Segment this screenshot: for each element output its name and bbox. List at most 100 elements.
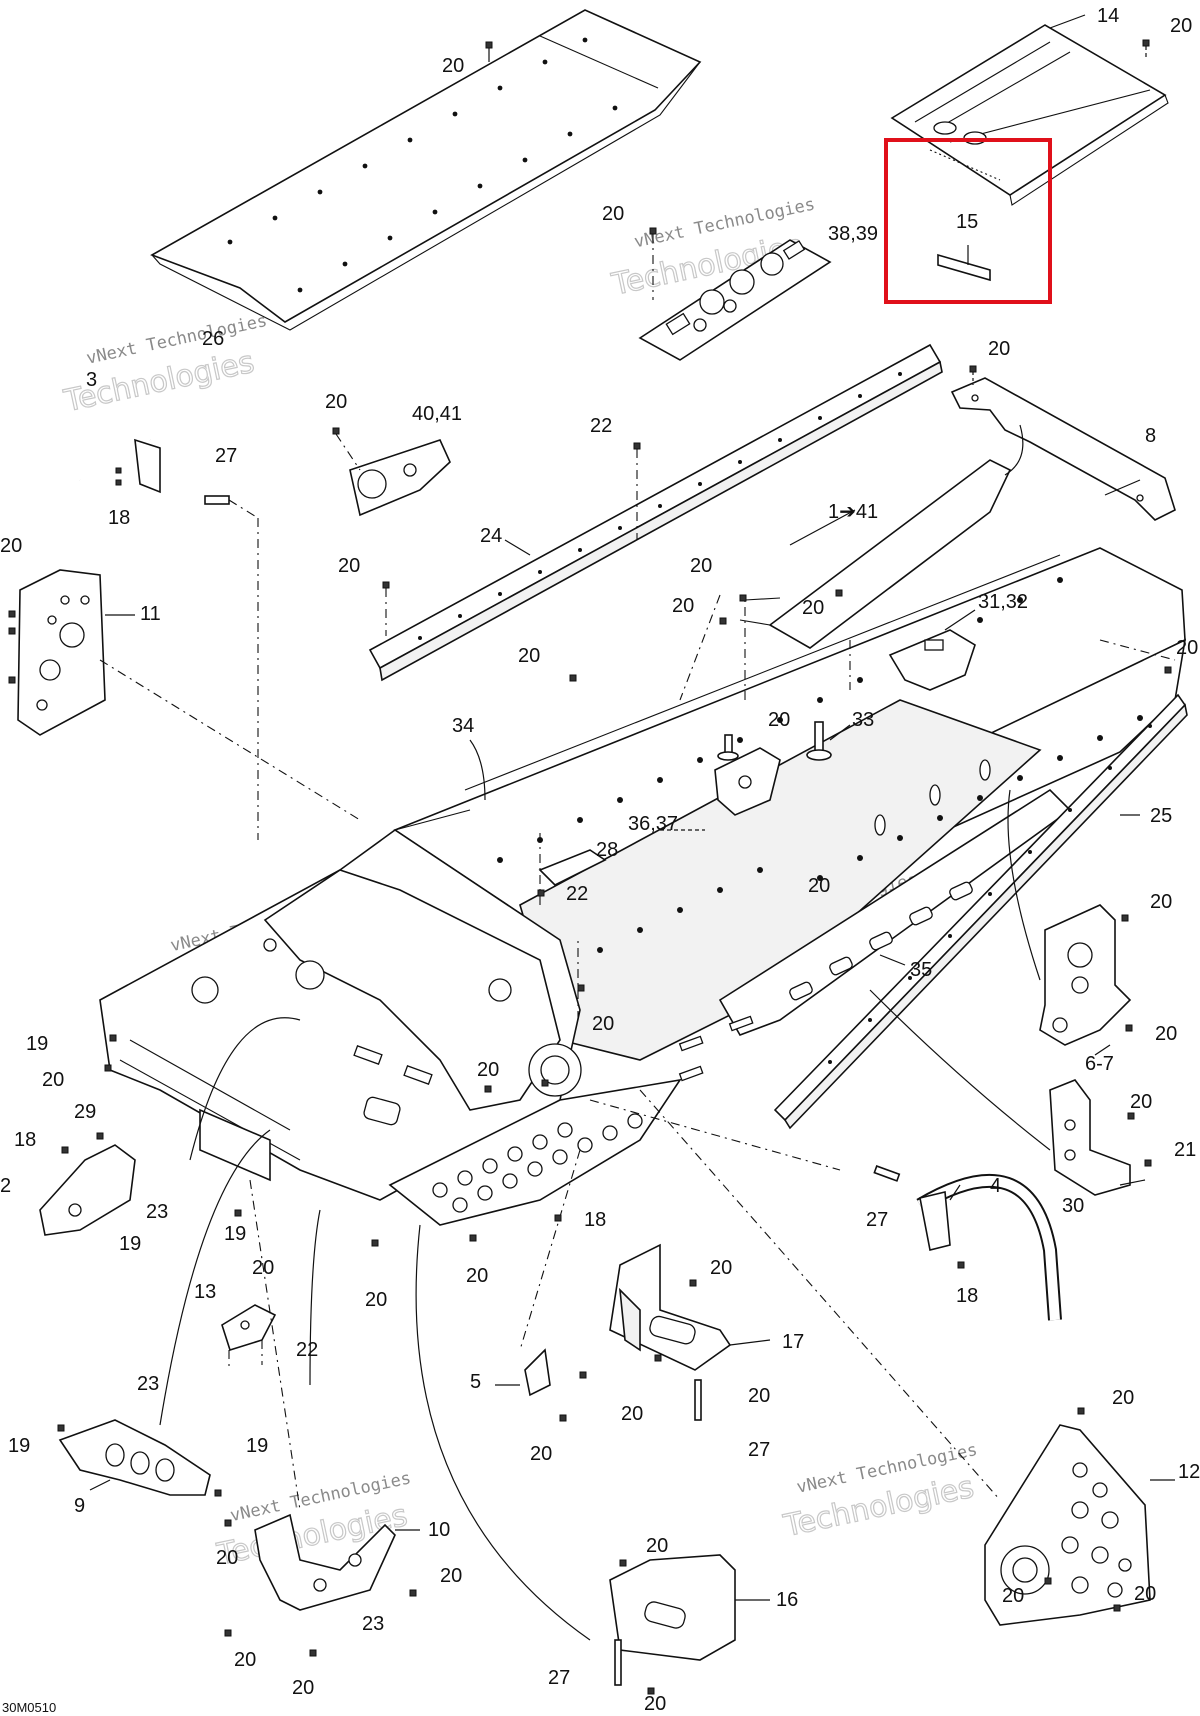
callout-15: 15 [956, 211, 978, 233]
callout-18: 18 [108, 507, 130, 529]
part-17-bracket [609, 1243, 732, 1421]
callout-20: 20 [440, 1565, 462, 1587]
callout-36-37: 36,37 [628, 813, 678, 835]
callout-29: 29 [74, 1101, 96, 1123]
callout-22: 22 [590, 415, 612, 437]
callout-20: 20 [234, 1649, 256, 1671]
drawing-code: 30M0510 [2, 1700, 56, 1715]
callout-20: 20 [802, 597, 824, 619]
part-12-plate [984, 1407, 1151, 1626]
callout-20: 20 [748, 1385, 770, 1407]
part-28-plate [538, 849, 607, 886]
callout-20: 20 [644, 1693, 666, 1715]
part-6-7-bracket [1039, 904, 1133, 1046]
callout-27: 27 [866, 1209, 888, 1231]
callout-40-41: 40,41 [412, 403, 462, 425]
callout-12: 12 [1178, 1461, 1200, 1483]
callout-23: 23 [137, 1373, 159, 1395]
callout-20: 20 [1176, 637, 1198, 659]
callout-19: 19 [224, 1223, 246, 1245]
callout-20: 20 [42, 1069, 64, 1091]
part-36-37-bracket [714, 747, 781, 816]
callout-20: 20 [1134, 1583, 1156, 1605]
callout-24: 24 [480, 525, 502, 547]
part-24-rail [368, 343, 943, 682]
callout-27: 27 [748, 1439, 770, 1461]
callout-20: 20 [1112, 1387, 1134, 1409]
callout-27: 27 [215, 445, 237, 467]
callout-20: 20 [252, 1257, 274, 1279]
part-30-bracket [1049, 1079, 1152, 1196]
callout-20: 20 [1002, 1585, 1024, 1607]
part-2-29-bracket [39, 1132, 136, 1236]
part-10-bracket [224, 1513, 396, 1611]
callout-20: 20 [466, 1265, 488, 1287]
callout-6-7: 6-7 [1085, 1053, 1114, 1075]
callout-8: 8 [1145, 425, 1156, 447]
callout-1-41: 1➔41 [828, 501, 878, 523]
callout-13: 13 [194, 1281, 216, 1303]
part-16-bracket [609, 1554, 736, 1686]
callout-14: 14 [1097, 5, 1119, 27]
callout-20: 20 [365, 1289, 387, 1311]
callout-20: 20 [690, 555, 712, 577]
callout-5: 5 [470, 1371, 481, 1393]
callout-10: 10 [428, 1519, 450, 1541]
callout-20: 20 [0, 535, 22, 557]
part-26-tunnel-panel [150, 9, 702, 331]
callout-2: 2 [0, 1175, 11, 1197]
assembly-lines [99, 424, 1176, 1641]
callout-20: 20 [216, 1547, 238, 1569]
callout-18: 18 [956, 1285, 978, 1307]
callout-20: 20 [602, 203, 624, 225]
callout-20: 20 [710, 1257, 732, 1279]
callout-20: 20 [768, 709, 790, 731]
callout-20: 20 [530, 1443, 552, 1465]
callout-3: 3 [86, 369, 97, 391]
part-4-handle [873, 1165, 1062, 1321]
callout-20: 20 [292, 1677, 314, 1699]
part-3-handle [73, 414, 161, 494]
part-40-41-bracket [332, 427, 451, 517]
part-31-32-bracket [888, 629, 976, 691]
callout-20: 20 [808, 875, 830, 897]
callout-20: 20 [988, 338, 1010, 360]
callout-20: 20 [338, 555, 360, 577]
part-15-bar [937, 245, 991, 282]
main-frame [99, 547, 1187, 1226]
callout-20: 20 [518, 645, 540, 667]
part-25-rail [773, 693, 1188, 1130]
part-8-bracket [950, 365, 1176, 521]
callout-35: 35 [910, 959, 932, 981]
part-9-bracket [57, 1419, 222, 1497]
part-38-39-grille-plate [638, 227, 832, 361]
callout-31-32: 31,32 [978, 591, 1028, 613]
callout-19: 19 [26, 1033, 48, 1055]
part-14-rear-plate [890, 24, 1169, 206]
part-5-bracket [524, 1348, 587, 1397]
callout-20: 20 [1155, 1023, 1177, 1045]
label-leaders [89, 14, 1175, 1601]
callout-20: 20 [672, 595, 694, 617]
callout-25: 25 [1150, 805, 1172, 827]
callout-19: 19 [119, 1233, 141, 1255]
callout-20: 20 [1150, 891, 1172, 913]
callout-20: 20 [646, 1535, 668, 1557]
callout-27: 27 [548, 1667, 570, 1689]
callout-20: 20 [1130, 1091, 1152, 1113]
callout-18: 18 [584, 1209, 606, 1231]
callout-23: 23 [146, 1201, 168, 1223]
callout-20: 20 [1170, 15, 1192, 37]
callout-19: 19 [246, 1435, 268, 1457]
highlight-box [884, 138, 1052, 304]
part-1-41-frame-top [739, 459, 1012, 649]
callout-20: 20 [477, 1059, 499, 1081]
callout-21: 21 [1174, 1139, 1196, 1161]
callout-9: 9 [74, 1495, 85, 1517]
callout-20: 20 [621, 1403, 643, 1425]
callout-20: 20 [442, 55, 464, 77]
callout-26: 26 [202, 328, 224, 350]
callout-38-39: 38,39 [828, 223, 878, 245]
callout-20: 20 [592, 1013, 614, 1035]
